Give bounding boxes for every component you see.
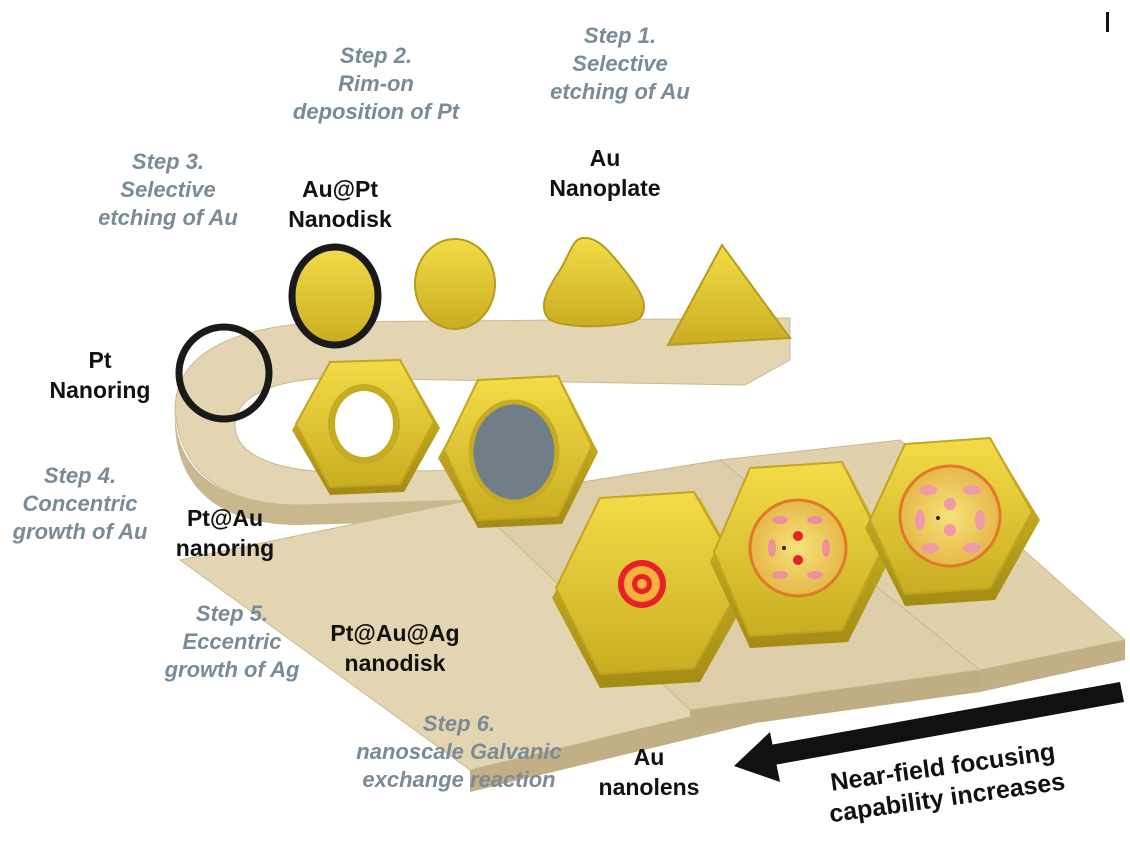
pt-au-nanoring-label: Pt@Au nanoring <box>175 505 275 561</box>
truncated-triangle-plate <box>542 236 645 328</box>
au-nanolens-label: Au nanolens <box>598 744 700 800</box>
au-pt-nanodisk-label: Au@Pt Nanodisk <box>288 176 392 232</box>
au-nanoplate-triangle <box>666 243 792 347</box>
step-4-label: Step 4. Concentric growth of Au <box>12 463 148 544</box>
au-nanoplate-label: Au Nanoplate <box>549 145 661 201</box>
edge-mark <box>1106 12 1109 32</box>
step-6-label: Step 6. nanoscale Galvanic exchange reac… <box>356 711 562 792</box>
step-3-label: Step 3. Selective etching of Au <box>98 149 238 230</box>
pt-au-ag-nanodisk-label: Pt@Au@Ag nanodisk <box>330 620 460 676</box>
step-1-label: Step 1. Selective etching of Au <box>550 23 690 104</box>
step-2-label: Step 2. Rim-on deposition of Pt <box>292 43 460 124</box>
au-nanolens-hex-3 <box>865 436 1040 606</box>
pt-nanoring-label: Pt Nanoring <box>49 347 151 403</box>
pt-au-ag-nanodisk-hex <box>438 374 598 528</box>
au-pt-nanodisk <box>288 243 382 349</box>
pt-nanoring <box>175 323 273 423</box>
step-5-label: Step 5. Eccentric growth of Ag <box>164 601 300 682</box>
au-nanolens-hex-2 <box>710 460 892 648</box>
au-nanolens-hex-1 <box>552 490 752 688</box>
focusing-arrow <box>734 682 1124 782</box>
pt-au-nanoring-hex <box>292 358 440 495</box>
au-nanodisk <box>414 238 496 330</box>
